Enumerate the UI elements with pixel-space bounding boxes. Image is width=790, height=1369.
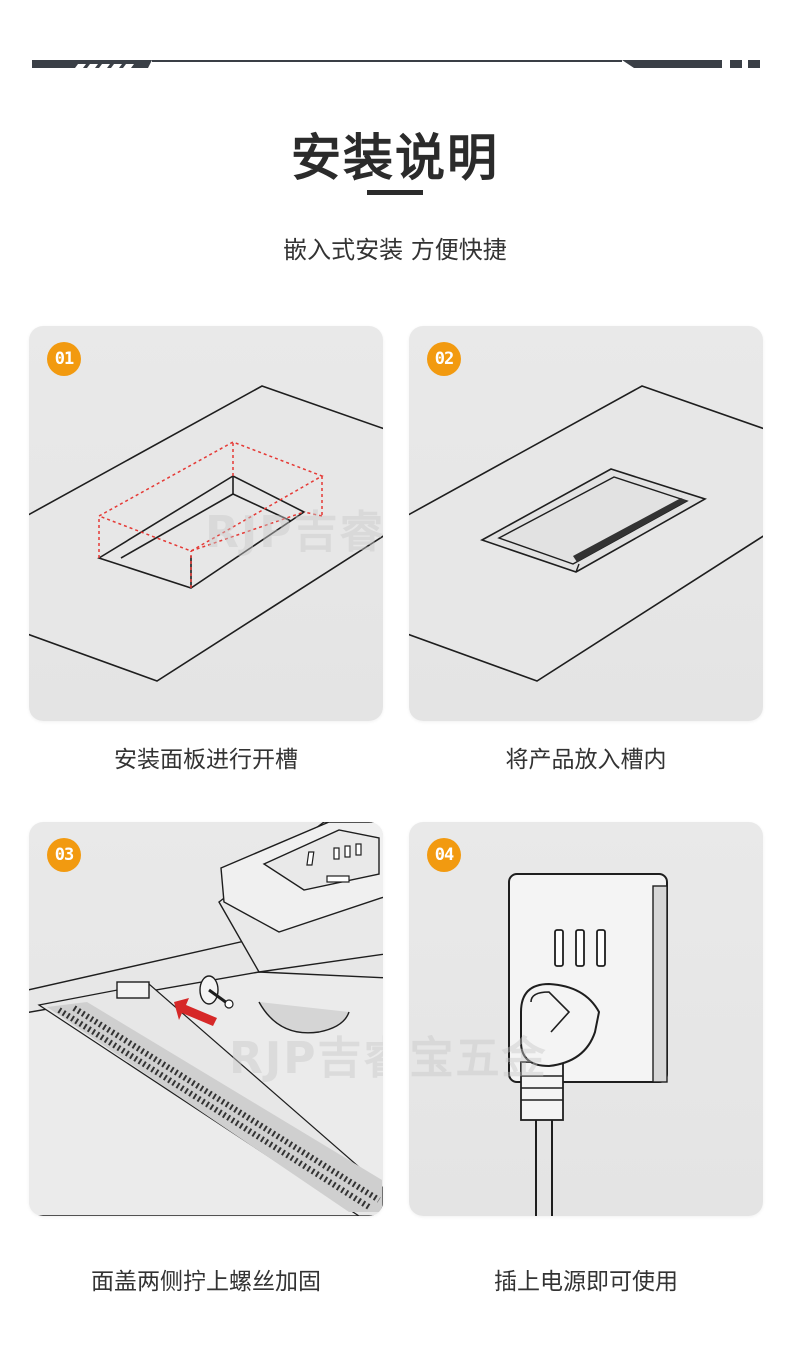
plug-icon	[520, 982, 601, 1216]
step-badge: 01	[47, 342, 81, 376]
step-badge: 04	[427, 838, 461, 872]
header-decorative-bar	[32, 60, 760, 68]
step-badge: 03	[47, 838, 81, 872]
step-card-3: RJP吉睿宝五金 03	[29, 822, 383, 1216]
page-subtitle: 嵌入式安装 方便快捷	[283, 236, 507, 264]
screw-fixing-illustration	[29, 822, 383, 1216]
socket-icon	[306, 851, 315, 866]
plug-in-illustration	[508, 873, 668, 1216]
title-underline	[367, 190, 423, 195]
page-title: 安装说明	[291, 128, 499, 187]
clip-block	[116, 981, 150, 999]
step-card-1: RJP吉睿宝五金 01	[29, 326, 383, 721]
step-caption-1: 安装面板进行开槽	[114, 747, 298, 773]
slot-cutting-illustration	[29, 385, 383, 682]
step-caption-4: 插上电源即可使用	[494, 1269, 678, 1295]
red-arrow-icon	[174, 998, 217, 1026]
screw-icon	[199, 975, 234, 1009]
step-card-2: 02	[409, 326, 763, 721]
step-card-4: RJP吉睿宝五金 04	[409, 822, 763, 1216]
vent-grille	[47, 1002, 382, 1212]
step-badge: 02	[427, 342, 461, 376]
product-in-slot-illustration	[409, 385, 763, 682]
step-caption-2: 将产品放入槽内	[505, 747, 667, 773]
step-caption-3: 面盖两侧拧上螺丝加固	[91, 1269, 321, 1295]
